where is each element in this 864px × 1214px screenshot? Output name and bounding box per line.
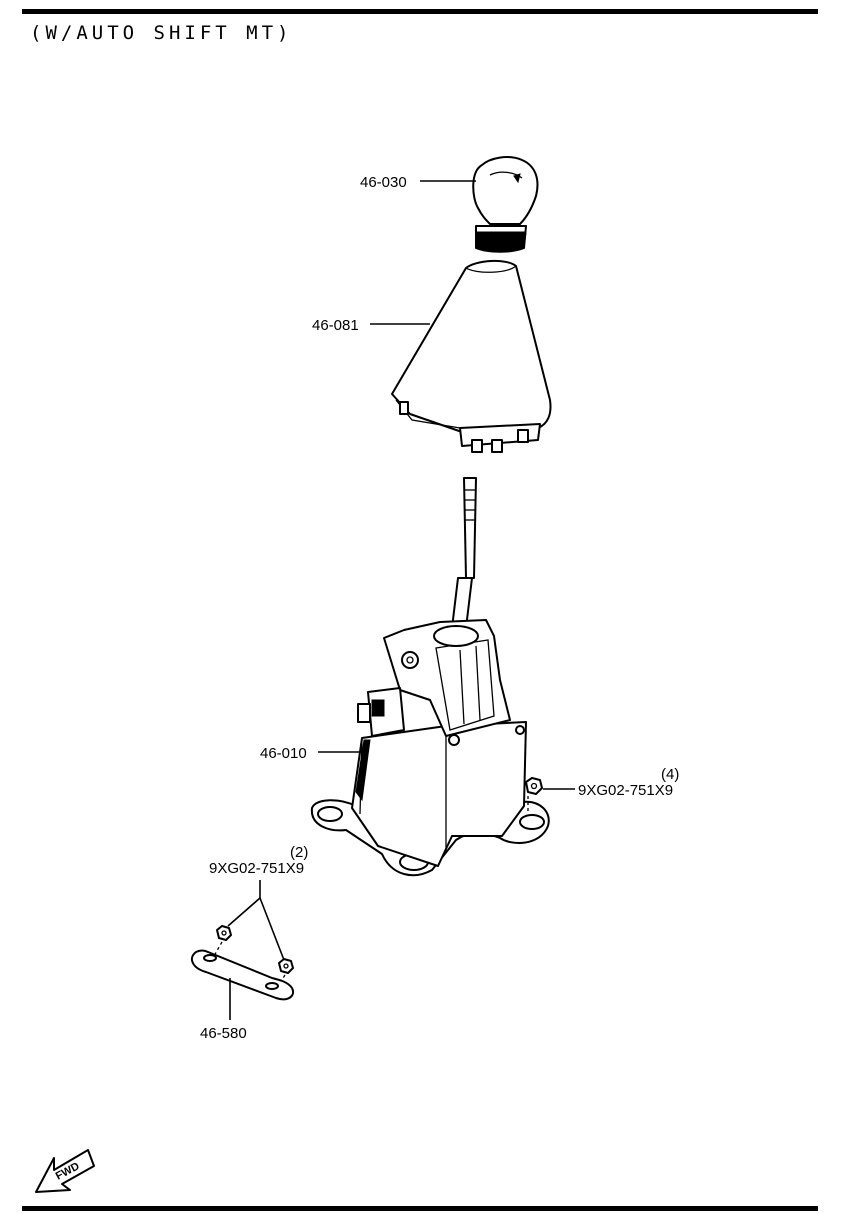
boot-part-number: 46-081 — [312, 317, 359, 334]
fwd-arrow-icon: FWD — [35, 1149, 95, 1193]
plate-part-number: 46-580 — [200, 1025, 247, 1042]
shifter-unit — [310, 619, 550, 877]
nut-left-2 — [278, 958, 294, 974]
nut-left-1-axis — [213, 941, 223, 957]
shift-knob — [472, 156, 539, 253]
bottom-border-rule — [22, 1206, 818, 1211]
nut-right — [525, 777, 543, 795]
diagram-title: (W/AUTO SHIFT MT) — [30, 22, 293, 44]
nut-right-quantity: (4) — [661, 766, 679, 783]
mounting-plate — [190, 949, 294, 1001]
shift-lever-rod — [451, 477, 477, 629]
nut-left-quantity: (2) — [290, 844, 308, 861]
nut-left-leader-branch-1 — [227, 897, 261, 927]
nut-right-part-number: 9XG02-751X9 — [578, 782, 673, 799]
top-border-rule — [22, 9, 818, 14]
knob-part-number: 46-030 — [360, 174, 407, 191]
shifter-part-number: 46-010 — [260, 745, 307, 762]
nut-left-part-number: 9XG02-751X9 — [209, 860, 304, 877]
nut-left-leader-branch-2 — [259, 897, 285, 961]
shift-boot — [391, 260, 552, 453]
nut-left-1 — [216, 925, 232, 941]
